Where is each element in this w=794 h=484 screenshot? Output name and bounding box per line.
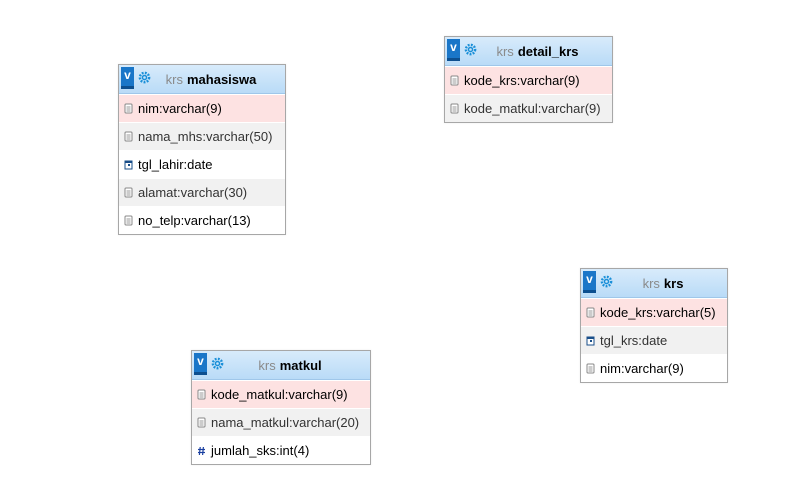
column-name: tgl_krs [600,333,639,348]
table-name: detail_krs [517,43,579,59]
column-type: date [641,333,668,348]
column-separator: : [289,415,293,430]
column-row[interactable]: tgl_lahir : date [119,150,285,178]
column-name: kode_matkul [211,387,285,402]
field-text-icon [124,103,133,114]
column-name: alamat [138,185,178,200]
table-name: krs [663,275,684,291]
database-name: krs [258,357,276,373]
column-separator: : [180,213,185,228]
column-name: nama_mhs [138,129,203,144]
column-row[interactable]: no_telp : varchar(13) [119,206,285,234]
column-name: nama_matkul [211,415,290,430]
column-row[interactable]: alamat : varchar(30) [119,178,285,206]
column-separator: : [177,185,181,200]
column-row[interactable]: nama_mhs : varchar(50) [119,122,285,150]
gear-icon[interactable] [464,43,477,56]
column-row[interactable]: jumlah_sks : int(4) [192,436,370,464]
field-numeric-icon [198,446,205,456]
column-name: kode_krs [464,73,517,88]
column-type: varchar(30) [180,185,248,200]
column-separator: : [158,101,163,116]
field-text-icon [197,417,206,428]
toggle-button[interactable]: v [194,353,207,375]
column-name: nim [600,361,621,376]
column-separator: : [284,387,289,402]
column-row[interactable]: kode_krs : varchar(5) [581,298,727,326]
field-text-icon [124,131,133,142]
column-type: varchar(5) [656,305,716,320]
field-text-icon [586,363,595,374]
column-row[interactable]: nim : varchar(9) [581,354,727,382]
database-name: krs [642,275,660,291]
field-text-icon [450,103,459,114]
column-separator: : [183,157,188,172]
field-text-icon [197,389,206,400]
gear-icon[interactable] [211,357,224,370]
column-name: kode_matkul [464,101,538,116]
column-row[interactable]: kode_matkul : varchar(9) [445,94,612,122]
column-name: nim [138,101,159,116]
column-name: kode_krs [600,305,653,320]
column-row[interactable]: nama_matkul : varchar(20) [192,408,370,436]
column-type: int(4) [279,443,310,458]
column-separator: : [516,73,521,88]
column-name: tgl_lahir [138,157,184,172]
field-date-icon [124,160,133,170]
database-name: krs [165,71,183,87]
column-type: varchar(9) [288,387,348,402]
column-type: varchar(50) [205,129,273,144]
toggle-button[interactable]: v [447,39,460,61]
column-row[interactable]: kode_krs : varchar(9) [445,66,612,94]
column-type: date [187,157,213,172]
database-name: krs [496,43,514,59]
column-separator: : [652,305,657,320]
column-type: varchar(20) [292,415,360,430]
table-name: matkul [279,357,322,373]
column-separator: : [202,129,206,144]
column-row[interactable]: nim : varchar(9) [119,94,285,122]
field-text-icon [586,307,595,318]
field-text-icon [124,187,133,198]
column-type: varchar(9) [162,101,222,116]
column-type: varchar(13) [184,213,251,228]
column-type: varchar(9) [520,73,580,88]
column-separator: : [276,443,280,458]
column-name: no_telp [138,213,181,228]
column-row[interactable]: tgl_krs : date [581,326,727,354]
column-type: varchar(9) [624,361,684,376]
column-type: varchar(9) [541,101,601,116]
gear-icon[interactable] [600,275,613,288]
field-date-icon [586,336,595,346]
toggle-button[interactable]: v [583,271,596,293]
column-separator: : [620,361,625,376]
field-text-icon [450,75,459,86]
gear-icon[interactable] [138,71,151,84]
column-separator: : [537,101,542,116]
field-text-icon [124,215,133,226]
toggle-button[interactable]: v [121,67,134,89]
column-separator: : [638,333,642,348]
column-name: jumlah_sks [211,443,277,458]
column-row[interactable]: kode_matkul : varchar(9) [192,380,370,408]
table-name: mahasiswa [186,71,257,87]
